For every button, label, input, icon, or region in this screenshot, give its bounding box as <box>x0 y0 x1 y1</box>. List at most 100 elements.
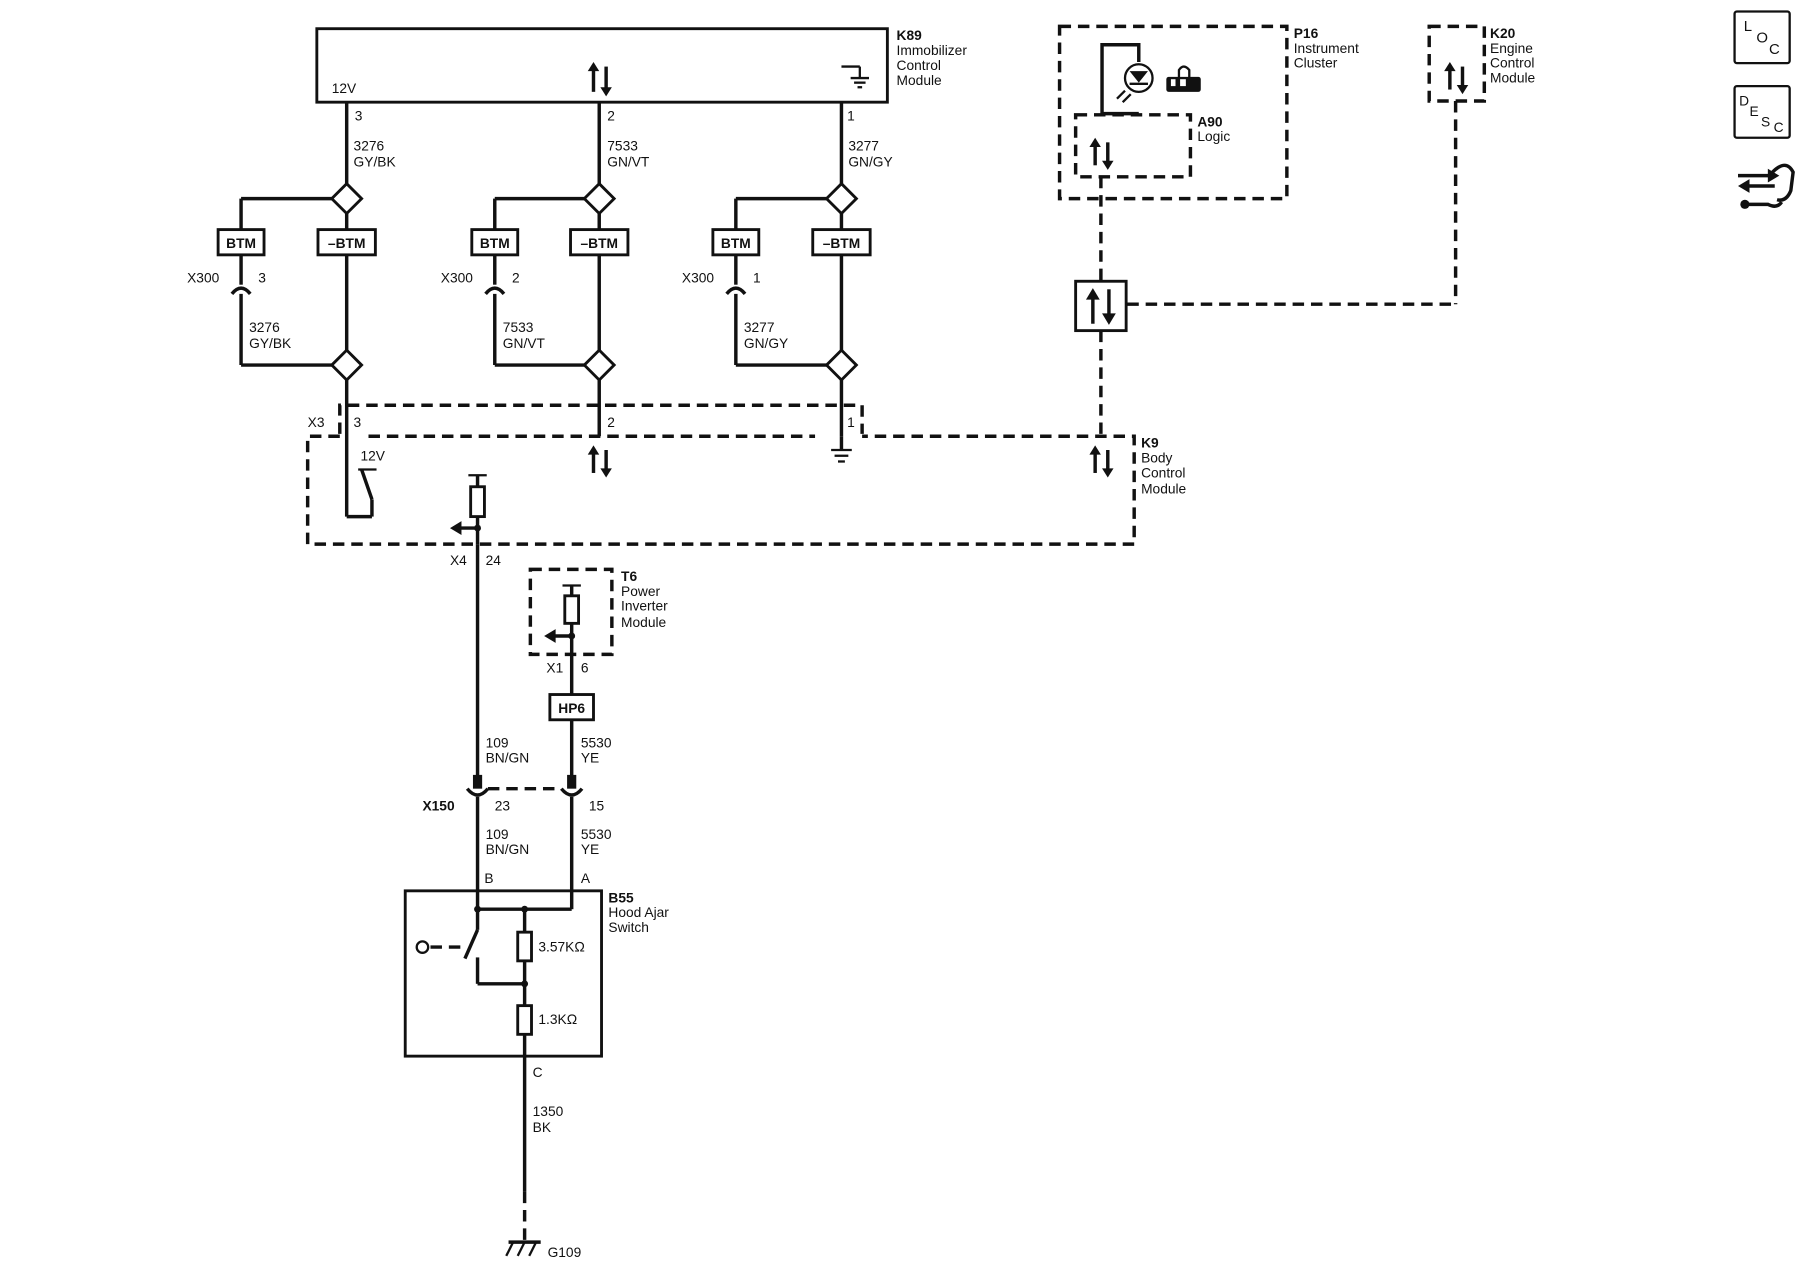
circuit-109-and-5530[interactable]: 109 BN/GN 5530 YE X150 23 15 109 BN/GN 5… <box>422 544 612 891</box>
circuit-3276-number-lower: 3276 <box>249 320 280 335</box>
k9-name-1: Body <box>1141 451 1172 466</box>
t6-name-3: Module <box>621 615 666 630</box>
x300-label-2: X300 <box>441 270 473 285</box>
k9-x3-pin-1: 1 <box>847 415 855 430</box>
location-icon-c: C <box>1769 41 1780 58</box>
t6-x1-pin: 6 <box>581 661 589 676</box>
vehicle-lock-icon <box>1166 65 1201 92</box>
ground-g109-label: G109 <box>548 1245 582 1260</box>
circuit-5530-color-lower: YE <box>581 842 599 857</box>
splice-diamond-top <box>582 181 617 216</box>
repair-wrench-icon[interactable] <box>1738 163 1795 209</box>
circuit-3276-number: 3276 <box>354 138 385 153</box>
k89-ground-icon <box>841 65 870 89</box>
k9-serial-data-icon <box>587 445 612 478</box>
k9-pullup-resistor <box>469 485 486 519</box>
t6-ref: T6 <box>621 569 637 584</box>
x300-pin-2: 2 <box>512 270 520 285</box>
location-icon-o: O <box>1756 29 1768 46</box>
b55-pin-c: C <box>533 1065 543 1080</box>
k9-module[interactable]: X3 3 2 1 K9 Body Control Module 12V <box>305 403 1187 568</box>
b55-hood-ajar-switch[interactable]: B55 Hood Ajar Switch B A C 3.57KΩ 1.3KΩ <box>403 871 669 1080</box>
resistor-3-57k <box>516 930 533 963</box>
b55-name-1: Hood Ajar <box>608 905 669 920</box>
k9-input-arrow-icon <box>450 521 462 535</box>
circuit-5530-number-lower: 5530 <box>581 827 612 842</box>
resistor-1-3k <box>516 1004 533 1036</box>
x150-pin-23: 23 <box>495 798 511 813</box>
x300-label-1: X300 <box>682 270 714 285</box>
k20-serial-data-icon <box>1444 61 1469 95</box>
t6-module[interactable]: T6 Power Inverter Module X1 6 <box>528 567 668 695</box>
k9-ref: K9 <box>1141 436 1159 451</box>
k20-ref: K20 <box>1490 26 1516 41</box>
k89-name-1: Immobilizer <box>897 43 968 58</box>
circuit-109-number-lower: 109 <box>486 827 509 842</box>
k9-x3-pin-2: 2 <box>607 415 615 430</box>
description-button[interactable]: D E S C <box>1733 84 1791 139</box>
circuit-3276-branch[interactable]: 3276 GY/BK BTM –BTM X300 3 3276 GY/BK <box>187 102 397 408</box>
a90-logic-module[interactable] <box>1073 113 1193 179</box>
t6-input-arrow-icon <box>544 629 556 643</box>
p16-name-2: Cluster <box>1294 56 1338 71</box>
btm-label: BTM <box>226 236 256 251</box>
circuit-3276-color-lower: GY/BK <box>249 336 292 351</box>
k89-module[interactable]: K89 Immobilizer Control Module 12V 3 2 1 <box>315 27 968 124</box>
k20-name-1: Engine <box>1490 41 1533 56</box>
description-icon-c: C <box>1774 120 1784 135</box>
b55-pin-a: A <box>581 871 591 886</box>
circuit-7533-number: 7533 <box>607 138 638 153</box>
k9-ground-icon <box>831 436 852 463</box>
security-indicator-led-icon <box>1116 63 1154 103</box>
circuit-3277-number: 3277 <box>848 138 879 153</box>
p16-name-1: Instrument <box>1294 41 1359 56</box>
k89-name-2: Control <box>897 58 941 73</box>
circuit-7533-color-lower: GN/VT <box>503 336 546 351</box>
x300-pin-3: 3 <box>258 270 266 285</box>
not-btm-label: –BTM <box>580 236 617 251</box>
location-icon-l: L <box>1744 18 1752 35</box>
not-btm-label: –BTM <box>328 236 365 251</box>
splice-diamond-bottom <box>824 348 859 383</box>
circuit-3277-branch[interactable]: 3277 GN/GY BTM –BTM X300 1 3277 GN/GY <box>682 102 893 437</box>
not-btm-label: –BTM <box>823 236 860 251</box>
t6-name-1: Power <box>621 584 660 599</box>
hood-actuator-icon <box>415 940 430 954</box>
a90-serial-data-icon <box>1089 137 1114 170</box>
splice-diamond-top <box>824 181 859 216</box>
circuit-1350-number: 1350 <box>533 1104 564 1119</box>
description-icon-s: S <box>1761 114 1770 129</box>
b55-pin-b: B <box>484 871 493 886</box>
k20-module[interactable]: K20 Engine Control Module <box>1427 24 1536 103</box>
circuit-7533-branch[interactable]: 7533 GN/VT BTM –BTM X300 2 7533 GN/VT <box>441 102 650 437</box>
circuit-5530-color: YE <box>581 750 599 765</box>
circuit-7533-number-lower: 7533 <box>503 320 534 335</box>
p16-module[interactable]: P16 Instrument Cluster A90 Logic <box>1057 24 1359 201</box>
k89-pin-2: 2 <box>607 109 615 124</box>
description-icon-d: D <box>1739 94 1749 109</box>
circuit-5530-number: 5530 <box>581 735 612 750</box>
k89-name-3: Module <box>897 73 942 88</box>
circuit-1350-ground[interactable]: 1350 BK G109 <box>505 1056 582 1260</box>
circuit-3277-number-lower: 3277 <box>744 320 775 335</box>
hp6-label: HP6 <box>558 701 585 716</box>
resistor-1-3k-label: 1.3KΩ <box>538 1012 577 1027</box>
k9-x3-pin-3: 3 <box>354 415 362 430</box>
hp6-splice-pack: HP6 <box>548 693 595 781</box>
k9-name-2: Control <box>1141 466 1185 481</box>
a90-name: Logic <box>1197 129 1230 144</box>
location-button[interactable]: L O C <box>1733 10 1791 65</box>
k89-serial-data-icon <box>587 61 612 97</box>
k9-x3-label: X3 <box>308 415 325 430</box>
splice-diamond-bottom <box>329 348 364 383</box>
resistor-3-57k-label: 3.57KΩ <box>538 940 585 955</box>
a90-ref: A90 <box>1197 114 1223 129</box>
splice-diamond-bottom <box>582 348 617 383</box>
circuit-3276-color: GY/BK <box>354 154 397 169</box>
circuit-1350-color: BK <box>533 1120 552 1135</box>
circuit-3277-color-lower: GN/GY <box>744 336 788 351</box>
x150-pin-male <box>567 774 577 789</box>
x150-pin-male <box>472 774 483 789</box>
btm-label: BTM <box>480 236 510 251</box>
